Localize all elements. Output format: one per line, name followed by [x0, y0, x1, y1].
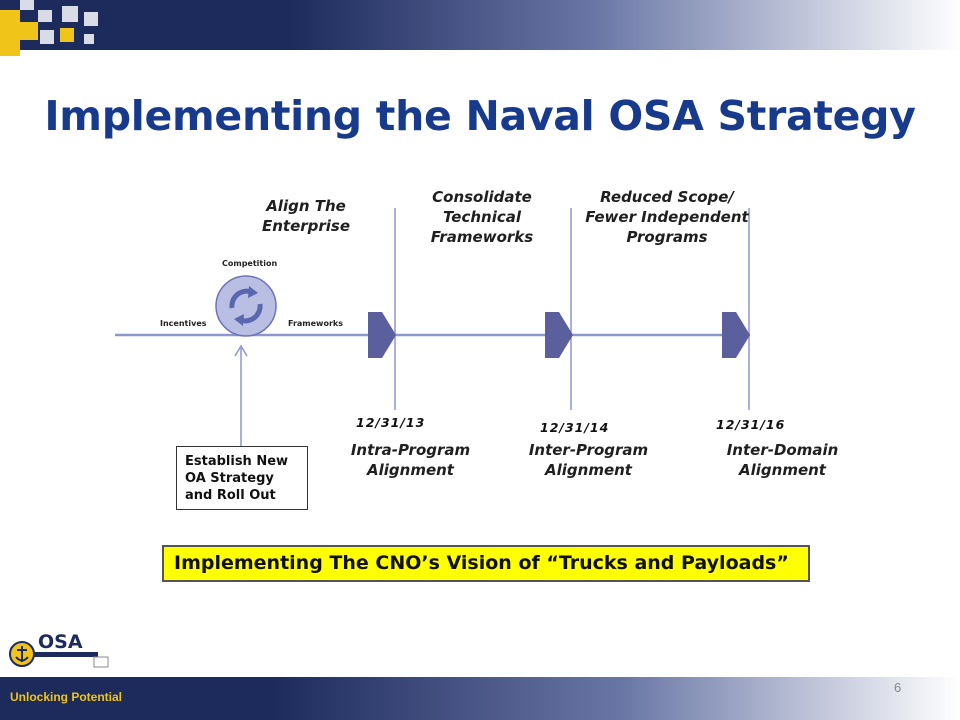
oa-box-line-3: and Roll Out: [185, 488, 276, 503]
consolidate-line-3: Frameworks: [430, 228, 534, 246]
oa-strategy-box: Establish New OA Strategy and Roll Out: [176, 446, 308, 510]
osa-logo-text: OSA: [38, 631, 83, 653]
cycle-label-frameworks: Frameworks: [288, 319, 343, 328]
corner-checker-logo: [0, 0, 108, 56]
milestone-label-1: Intra-Program Alignment: [348, 440, 473, 480]
milestone-date-3: 12/31/16: [716, 417, 786, 432]
milestone-label-3: Inter-Domain Alignment: [720, 440, 845, 480]
oa-box-line-1: Establish New: [185, 454, 289, 469]
cycle-label-competition: Competition: [222, 259, 278, 268]
milestone-3-line-1: Inter-Domain: [726, 441, 839, 459]
milestone-arrow-3: [722, 312, 750, 358]
cycle-circle: [215, 275, 277, 337]
consolidate-frameworks-label: Consolidate Technical Frameworks: [422, 187, 542, 247]
align-enterprise-label: Align The Enterprise: [256, 196, 356, 236]
header-band: [0, 0, 960, 50]
rollout-arrow-head: [234, 344, 248, 357]
milestone-1-line-1: Intra-Program: [350, 441, 471, 459]
milestone-arrow-1: [368, 312, 396, 358]
reduced-line-2: Fewer Independent: [585, 208, 749, 226]
milestone-1-line-2: Alignment: [367, 461, 454, 479]
footer-tagline: Unlocking Potential: [10, 690, 123, 704]
cno-vision-banner: Implementing The CNO’s Vision of “Trucks…: [162, 545, 810, 582]
reduced-line-3: Programs: [626, 228, 708, 246]
page-number: 6: [894, 680, 902, 695]
cycle-label-incentives: Incentives: [160, 319, 207, 328]
consolidate-line-1: Consolidate: [432, 188, 532, 206]
milestone-label-2: Inter-Program Alignment: [526, 440, 651, 480]
slide-title: Implementing the Naval OSA Strategy: [44, 92, 916, 140]
milestone-date-1: 12/31/13: [356, 415, 426, 430]
reduced-line-1: Reduced Scope/: [600, 188, 734, 206]
milestone-date-2: 12/31/14: [540, 420, 610, 435]
footer-band: [0, 677, 960, 720]
milestone-2-line-2: Alignment: [545, 461, 632, 479]
consolidate-line-2: Technical: [442, 208, 522, 226]
reduced-scope-label: Reduced Scope/ Fewer Independent Program…: [582, 187, 752, 247]
milestone-arrow-2: [545, 312, 573, 358]
align-line-1: Align The: [266, 197, 346, 215]
align-line-2: Enterprise: [261, 217, 351, 235]
milestone-3-line-2: Alignment: [739, 461, 826, 479]
oa-box-line-2: OA Strategy: [185, 471, 274, 486]
osa-logo: OSA: [9, 631, 109, 668]
milestone-2-line-1: Inter-Program: [528, 441, 649, 459]
